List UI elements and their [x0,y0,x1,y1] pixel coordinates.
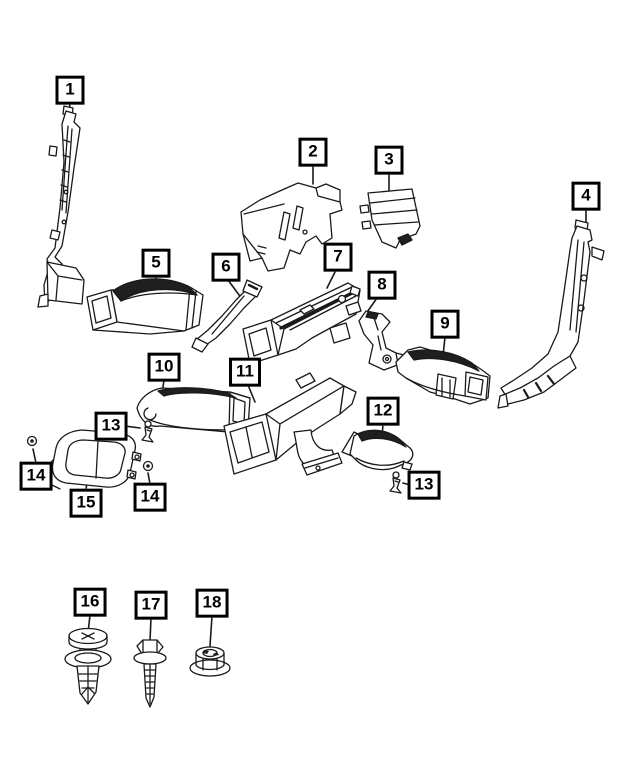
leader-lines [32,102,587,647]
callout-14-right[interactable]: 14 [133,482,167,512]
part-illustration-12 [341,429,414,471]
callout-14-right-label: 14 [140,486,160,506]
callout-9-label: 9 [440,313,450,333]
callout-7[interactable]: 7 [323,242,353,272]
callout-13-left-label: 13 [101,415,121,435]
callout-1[interactable]: 1 [55,75,85,105]
part-illustration-10 [136,387,251,433]
callout-11[interactable]: 11 [229,357,261,387]
callout-17[interactable]: 17 [134,590,168,620]
callout-8-label: 8 [377,274,387,294]
part-illustration-2 [240,182,343,272]
part-illustration-4 [497,219,605,409]
callout-9[interactable]: 9 [430,309,460,339]
callout-5[interactable]: 5 [141,248,171,278]
callout-3[interactable]: 3 [374,145,404,175]
part-illustration-1 [37,105,85,308]
callout-7-label: 7 [333,246,343,266]
callout-18[interactable]: 18 [195,588,229,618]
callout-6-label: 6 [221,256,231,276]
callout-8[interactable]: 8 [367,270,397,300]
callout-13-left[interactable]: 13 [94,411,128,441]
part-illustration-6 [191,279,263,353]
callout-11-label: 11 [236,361,254,381]
callout-1-label: 1 [65,79,75,99]
callout-5-label: 5 [151,252,161,272]
callout-2-label: 2 [308,141,318,161]
part-illustration-3 [359,188,421,249]
part-illustration-18 [189,646,231,677]
callout-13-right[interactable]: 13 [407,470,441,500]
part-illustration-11 [223,372,357,476]
callout-15[interactable]: 15 [69,488,103,518]
callout-3-label: 3 [384,149,394,169]
part-illustration-16 [64,627,112,705]
callout-10-label: 10 [154,356,174,376]
part-illustration-7 [242,282,362,365]
part-illustration-15 [46,429,142,490]
callout-15-label: 15 [76,492,96,512]
part-illustration-14-right [142,460,154,472]
callout-14-left[interactable]: 14 [19,461,53,491]
callout-12-label: 12 [373,400,393,420]
part-illustration-5 [86,278,204,335]
callout-6[interactable]: 6 [211,252,241,282]
part-illustration-9 [395,346,491,405]
callout-4[interactable]: 4 [571,181,601,211]
callout-18-label: 18 [202,592,222,612]
callout-14-left-label: 14 [26,465,46,485]
callout-13-right-label: 13 [414,474,434,494]
part-illustration-14-left [26,435,38,447]
callout-16-label: 16 [80,591,100,611]
callout-12[interactable]: 12 [366,396,400,426]
callout-2[interactable]: 2 [298,137,328,167]
callout-4-label: 4 [581,185,591,205]
callout-17-label: 17 [141,594,161,614]
callout-16[interactable]: 16 [73,587,107,617]
part-illustration-13-left [141,420,154,443]
callout-10[interactable]: 10 [147,352,181,382]
part-illustration-17 [133,639,167,708]
part-illustration-13-right [389,471,402,494]
